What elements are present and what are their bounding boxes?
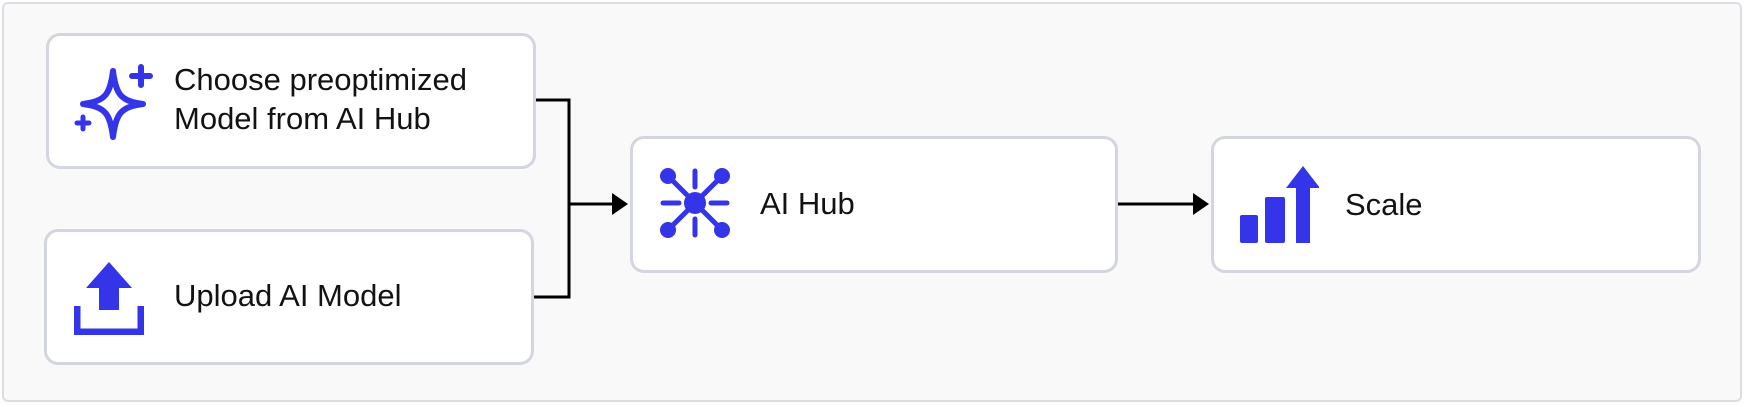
arrowhead-hub <box>612 193 628 215</box>
sparkle-icon <box>71 61 161 156</box>
node-choose-preoptimized-model: Choose preoptimized Model from AI Hub <box>46 33 536 169</box>
upload-icon <box>73 260 145 340</box>
connector-upload-to-hub <box>534 204 571 299</box>
scale-growth-icon <box>1239 165 1320 250</box>
arrowhead-scale <box>1193 193 1209 215</box>
node-scale: Scale <box>1211 136 1701 273</box>
node-label: AI Hub <box>760 186 855 221</box>
node-upload-ai-model: Upload AI Model <box>44 229 534 365</box>
node-label: Scale <box>1345 187 1423 222</box>
node-ai-hub: AI Hub <box>630 136 1118 273</box>
node-label: Choose preoptimized Model from AI Hub <box>174 62 467 136</box>
connector-choose-to-hub <box>536 98 571 204</box>
node-label: Upload AI Model <box>174 278 402 313</box>
network-hub-icon <box>657 165 733 246</box>
